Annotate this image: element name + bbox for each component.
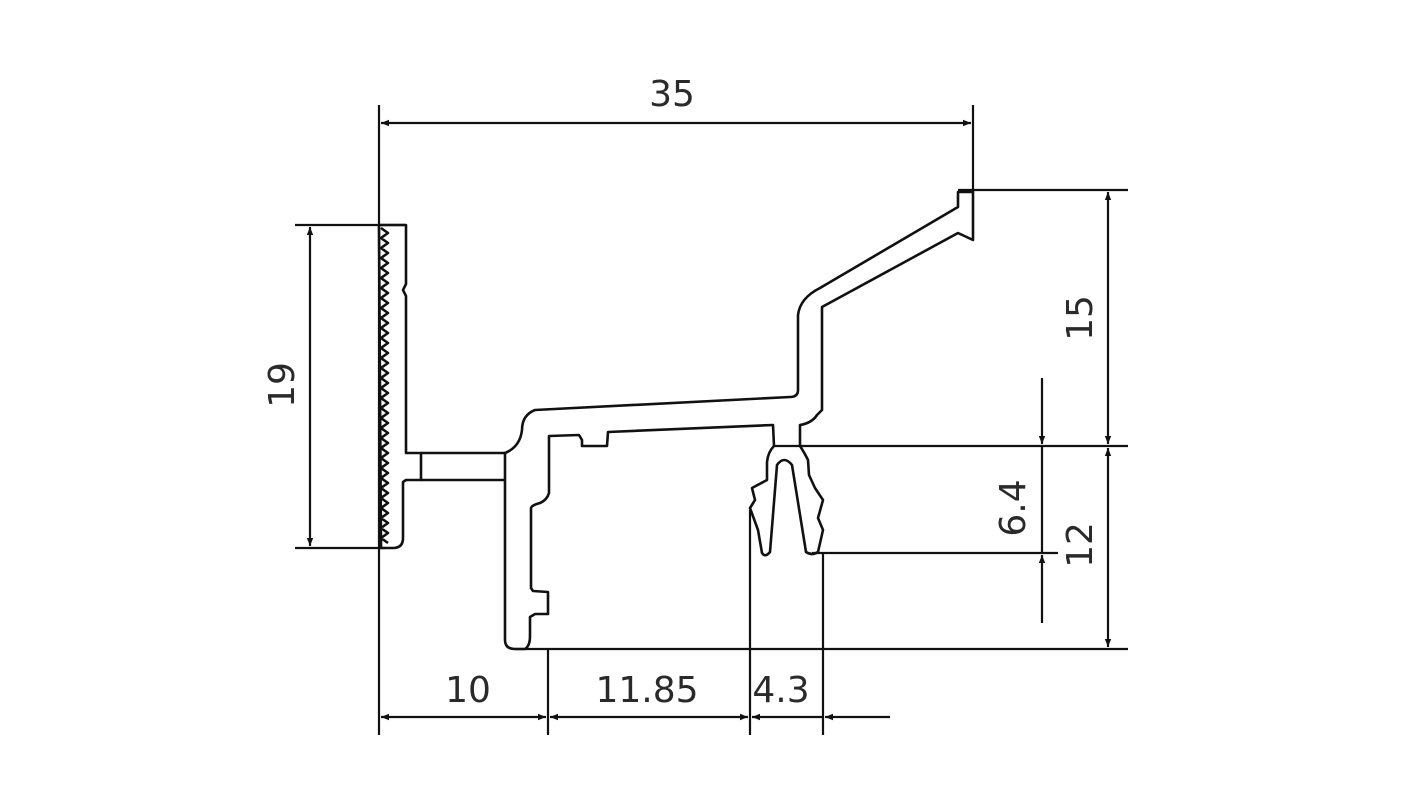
dim-label-15: 15 [1060,295,1101,341]
dim-label-11.85: 11.85 [595,670,698,711]
main-body [503,190,975,651]
dim-label-12: 12 [1060,522,1101,568]
dimension-lines [306,119,1112,721]
dim-label-35: 35 [649,74,695,115]
serration [379,226,390,545]
dim-label-19: 19 [262,362,303,408]
dim-label-10: 10 [445,670,491,711]
serrated-plate [377,223,423,550]
dim-label-4.3: 4.3 [752,670,809,711]
profile-shape [377,190,975,651]
extension-lines [295,105,1128,735]
dim-label-6.4: 6.4 [993,479,1034,536]
